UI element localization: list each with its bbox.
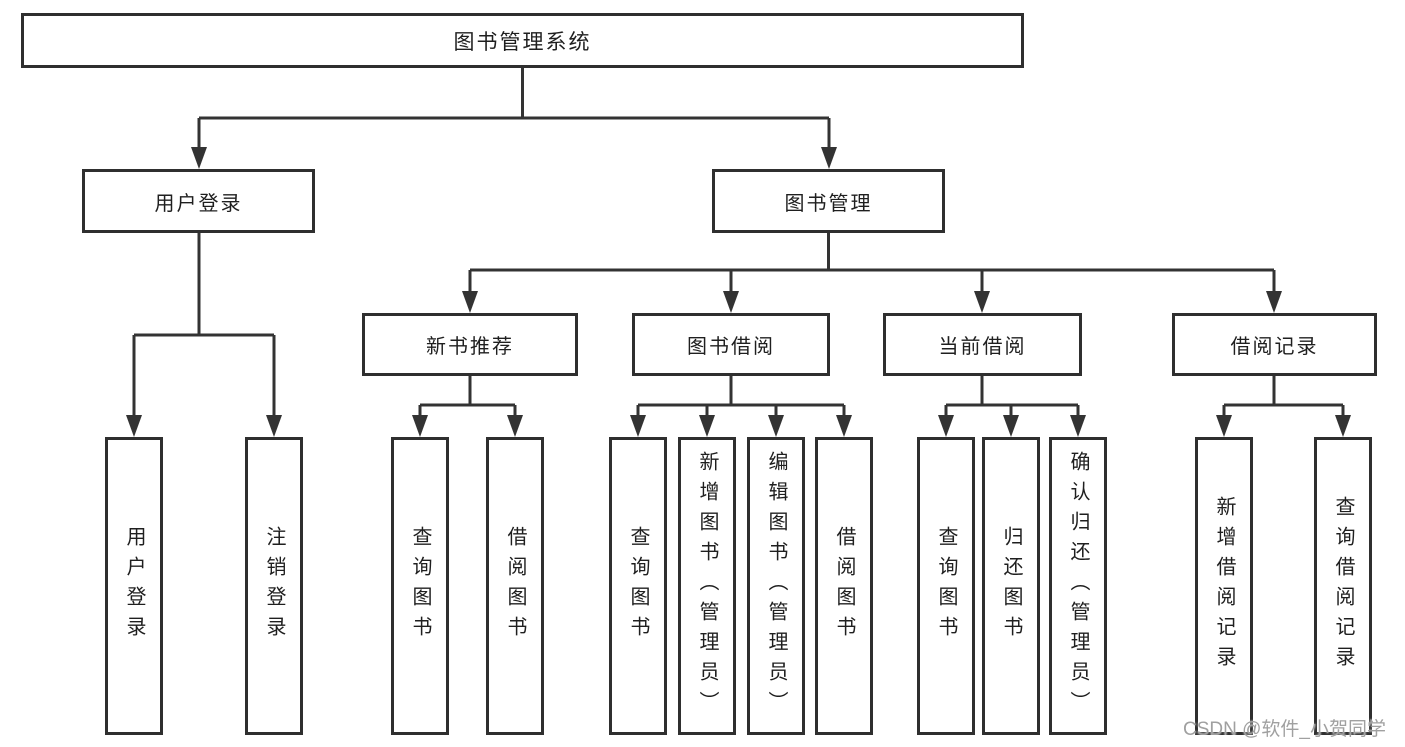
node-user-login: 用户登录 xyxy=(82,169,315,233)
node-book-management-label: 图书管理 xyxy=(784,192,873,215)
node-leaf-borrow-add-admin: 新增图书（管理员） xyxy=(678,437,736,735)
node-leaf-borrow-query: 查询图书 xyxy=(609,437,667,735)
node-new-book-recommend-label: 新书推荐 xyxy=(426,336,514,358)
node-leaf-newbook-borrow-label: 借阅图书 xyxy=(504,526,526,646)
node-leaf-records-query: 查询借阅记录 xyxy=(1314,437,1372,735)
node-root: 图书管理系统 xyxy=(21,13,1024,68)
connector-book-borrow xyxy=(630,376,852,437)
connector-borrow-records xyxy=(1216,376,1351,437)
node-leaf-newbook-query-label: 查询图书 xyxy=(409,526,431,646)
node-book-borrow-label: 图书借阅 xyxy=(687,336,775,358)
csdn-watermark: CSDN @软件_小贺同学 xyxy=(1183,719,1386,740)
node-current-borrow: 当前借阅 xyxy=(883,313,1082,376)
connector-new-book-recommend xyxy=(412,376,523,437)
node-leaf-logout-label: 注销登录 xyxy=(263,526,285,646)
node-book-borrow: 图书借阅 xyxy=(632,313,830,376)
node-leaf-current-confirm-admin-label: 确认归还（管理员） xyxy=(1067,451,1089,721)
node-book-management: 图书管理 xyxy=(712,169,945,233)
node-leaf-user-login-label: 用户登录 xyxy=(123,526,145,646)
node-leaf-borrow-edit-admin: 编辑图书（管理员） xyxy=(747,437,805,735)
connector-current-borrow xyxy=(938,376,1086,437)
node-leaf-user-login: 用户登录 xyxy=(105,437,163,735)
node-leaf-borrow-edit-admin-label: 编辑图书（管理员） xyxy=(765,451,787,721)
node-root-label: 图书管理系统 xyxy=(453,30,592,54)
node-leaf-current-return: 归还图书 xyxy=(982,437,1040,735)
connector-user-login xyxy=(126,233,282,437)
node-leaf-borrow-add-admin-label: 新增图书（管理员） xyxy=(696,451,718,721)
node-leaf-logout: 注销登录 xyxy=(245,437,303,735)
node-leaf-records-add-label: 新增借阅记录 xyxy=(1213,496,1235,676)
node-leaf-borrow-query-label: 查询图书 xyxy=(627,526,649,646)
connector-book-management xyxy=(462,233,1282,313)
node-leaf-borrow-borrow-label: 借阅图书 xyxy=(833,526,855,646)
node-leaf-current-query-label: 查询图书 xyxy=(935,526,957,646)
node-borrow-records-label: 借阅记录 xyxy=(1230,336,1319,358)
node-leaf-records-add: 新增借阅记录 xyxy=(1195,437,1253,735)
node-current-borrow-label: 当前借阅 xyxy=(938,336,1027,358)
node-leaf-newbook-query: 查询图书 xyxy=(391,437,449,735)
node-leaf-current-confirm-admin: 确认归还（管理员） xyxy=(1049,437,1107,735)
node-leaf-records-query-label: 查询借阅记录 xyxy=(1332,496,1354,676)
node-leaf-current-return-label: 归还图书 xyxy=(1000,526,1022,646)
connector-root xyxy=(191,68,837,169)
node-leaf-newbook-borrow: 借阅图书 xyxy=(486,437,544,735)
node-user-login-label: 用户登录 xyxy=(154,192,243,215)
node-leaf-borrow-borrow: 借阅图书 xyxy=(815,437,873,735)
node-leaf-current-query: 查询图书 xyxy=(917,437,975,735)
node-new-book-recommend: 新书推荐 xyxy=(362,313,578,376)
node-borrow-records: 借阅记录 xyxy=(1172,313,1377,376)
